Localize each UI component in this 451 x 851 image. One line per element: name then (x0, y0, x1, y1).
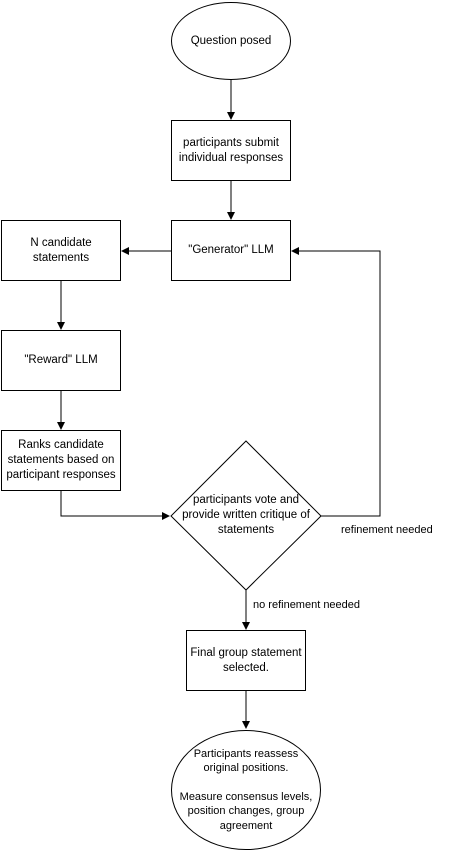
candidates-label: N candidate statements (30, 236, 92, 264)
ranks-label: Ranks candidate statements based on part… (6, 439, 116, 481)
reassess-label: Participants reassess original positions… (179, 748, 313, 832)
edge-vote-to-generator (291, 247, 381, 517)
candidates-node: N candidate statements (1, 220, 121, 281)
vote-label: participants vote and provide written cr… (182, 494, 310, 536)
vote-node: participants vote and provide written cr… (171, 441, 321, 590)
vote-decision-diamond (170, 440, 322, 591)
generator-node: "Generator" LLM (171, 220, 291, 281)
submit-label: participants submit individual responses (178, 136, 284, 164)
submit-node: participants submit individual responses (171, 120, 291, 181)
reward-node: "Reward" LLM (1, 330, 121, 391)
question-label: Question posed (190, 34, 272, 47)
no-refinement-needed-label: no refinement needed (253, 599, 361, 611)
question-node: Question posed (171, 2, 291, 80)
reward-label: "Reward" LLM (24, 354, 98, 367)
ranks-node: Ranks candidate statements based on part… (1, 430, 121, 491)
generator-label: "Generator" LLM (188, 244, 274, 257)
refinement-needed-label: refinement needed (341, 524, 433, 536)
final-node: Final group statement selected. (186, 630, 306, 691)
final-label: Final group statement selected. (190, 646, 302, 674)
reassess-node: Participants reassess original positions… (171, 730, 321, 850)
edge-ranks-to-vote (60, 490, 170, 520)
